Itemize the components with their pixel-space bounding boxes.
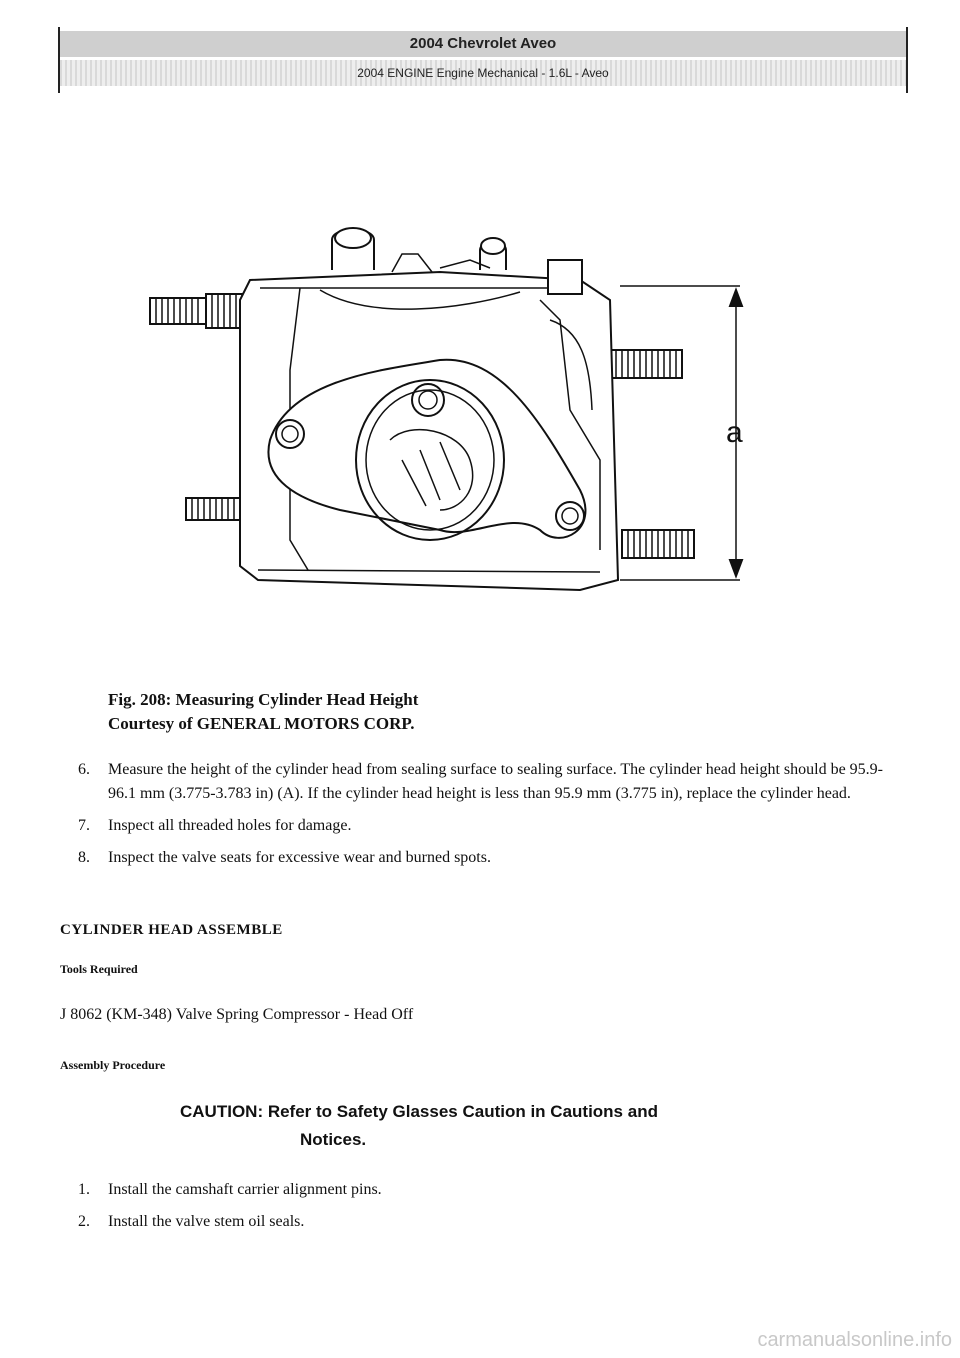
header-title: 2004 Chevrolet Aveo bbox=[60, 31, 906, 57]
step-number: 1. bbox=[78, 1181, 90, 1198]
page-header: 2004 Chevrolet Aveo 2004 ENGINE Engine M… bbox=[58, 27, 908, 93]
inspection-steps: 6. Measure the height of the cylinder he… bbox=[78, 758, 898, 878]
step-text: Inspect all threaded holes for damage. bbox=[108, 817, 352, 834]
step-number: 2. bbox=[78, 1213, 90, 1230]
right-upper-stud bbox=[609, 349, 683, 379]
tool-item: J 8062 (KM-348) Valve Spring Compressor … bbox=[60, 1006, 414, 1023]
step-number: 8. bbox=[78, 849, 90, 866]
caution-line-2: Notices. bbox=[300, 1130, 367, 1149]
step-text: Inspect the valve seats for excessive we… bbox=[108, 849, 491, 866]
section-title: CYLINDER HEAD ASSEMBLE bbox=[60, 922, 283, 938]
figure-caption-credit: Courtesy of GENERAL MOTORS CORP. bbox=[108, 714, 415, 733]
step-number: 7. bbox=[78, 817, 90, 834]
figure-caption-title: Fig. 208: Measuring Cylinder Head Height bbox=[108, 690, 419, 709]
step-number: 6. bbox=[78, 761, 90, 778]
watermark: carmanualsonline.info bbox=[757, 1329, 952, 1351]
tools-heading: Tools Required bbox=[60, 962, 138, 976]
cylinder-head-illustration: a bbox=[149, 227, 744, 592]
step-text: Measure the height of the cylinder head … bbox=[108, 761, 883, 802]
head-body bbox=[239, 227, 620, 592]
list-item: 2. Install the valve stem oil seals. bbox=[78, 1210, 898, 1234]
header-subtitle: 2004 ENGINE Engine Mechanical - 1.6L - A… bbox=[60, 60, 906, 86]
height-dimension bbox=[620, 285, 744, 581]
list-item: 8. Inspect the valve seats for excessive… bbox=[78, 846, 898, 870]
list-item: 1. Install the camshaft carrier alignmen… bbox=[78, 1178, 898, 1202]
figure-caption: Fig. 208: Measuring Cylinder Head Height… bbox=[108, 688, 418, 736]
dimension-label: a bbox=[726, 416, 743, 449]
left-bottom-stud bbox=[185, 497, 243, 521]
assembly-steps: 1. Install the camshaft carrier alignmen… bbox=[78, 1178, 898, 1242]
right-lower-stud bbox=[621, 529, 695, 559]
left-top-stud bbox=[149, 293, 251, 329]
caution-line-1: CAUTION: Refer to Safety Glasses Caution… bbox=[180, 1102, 658, 1121]
list-item: 7. Inspect all threaded holes for damage… bbox=[78, 814, 898, 838]
step-text: Install the valve stem oil seals. bbox=[108, 1213, 305, 1230]
caution-note: CAUTION: Refer to Safety Glasses Caution… bbox=[180, 1098, 840, 1154]
procedure-heading: Assembly Procedure bbox=[60, 1058, 166, 1072]
list-item: 6. Measure the height of the cylinder he… bbox=[78, 758, 898, 806]
step-text: Install the camshaft carrier alignment p… bbox=[108, 1181, 382, 1198]
